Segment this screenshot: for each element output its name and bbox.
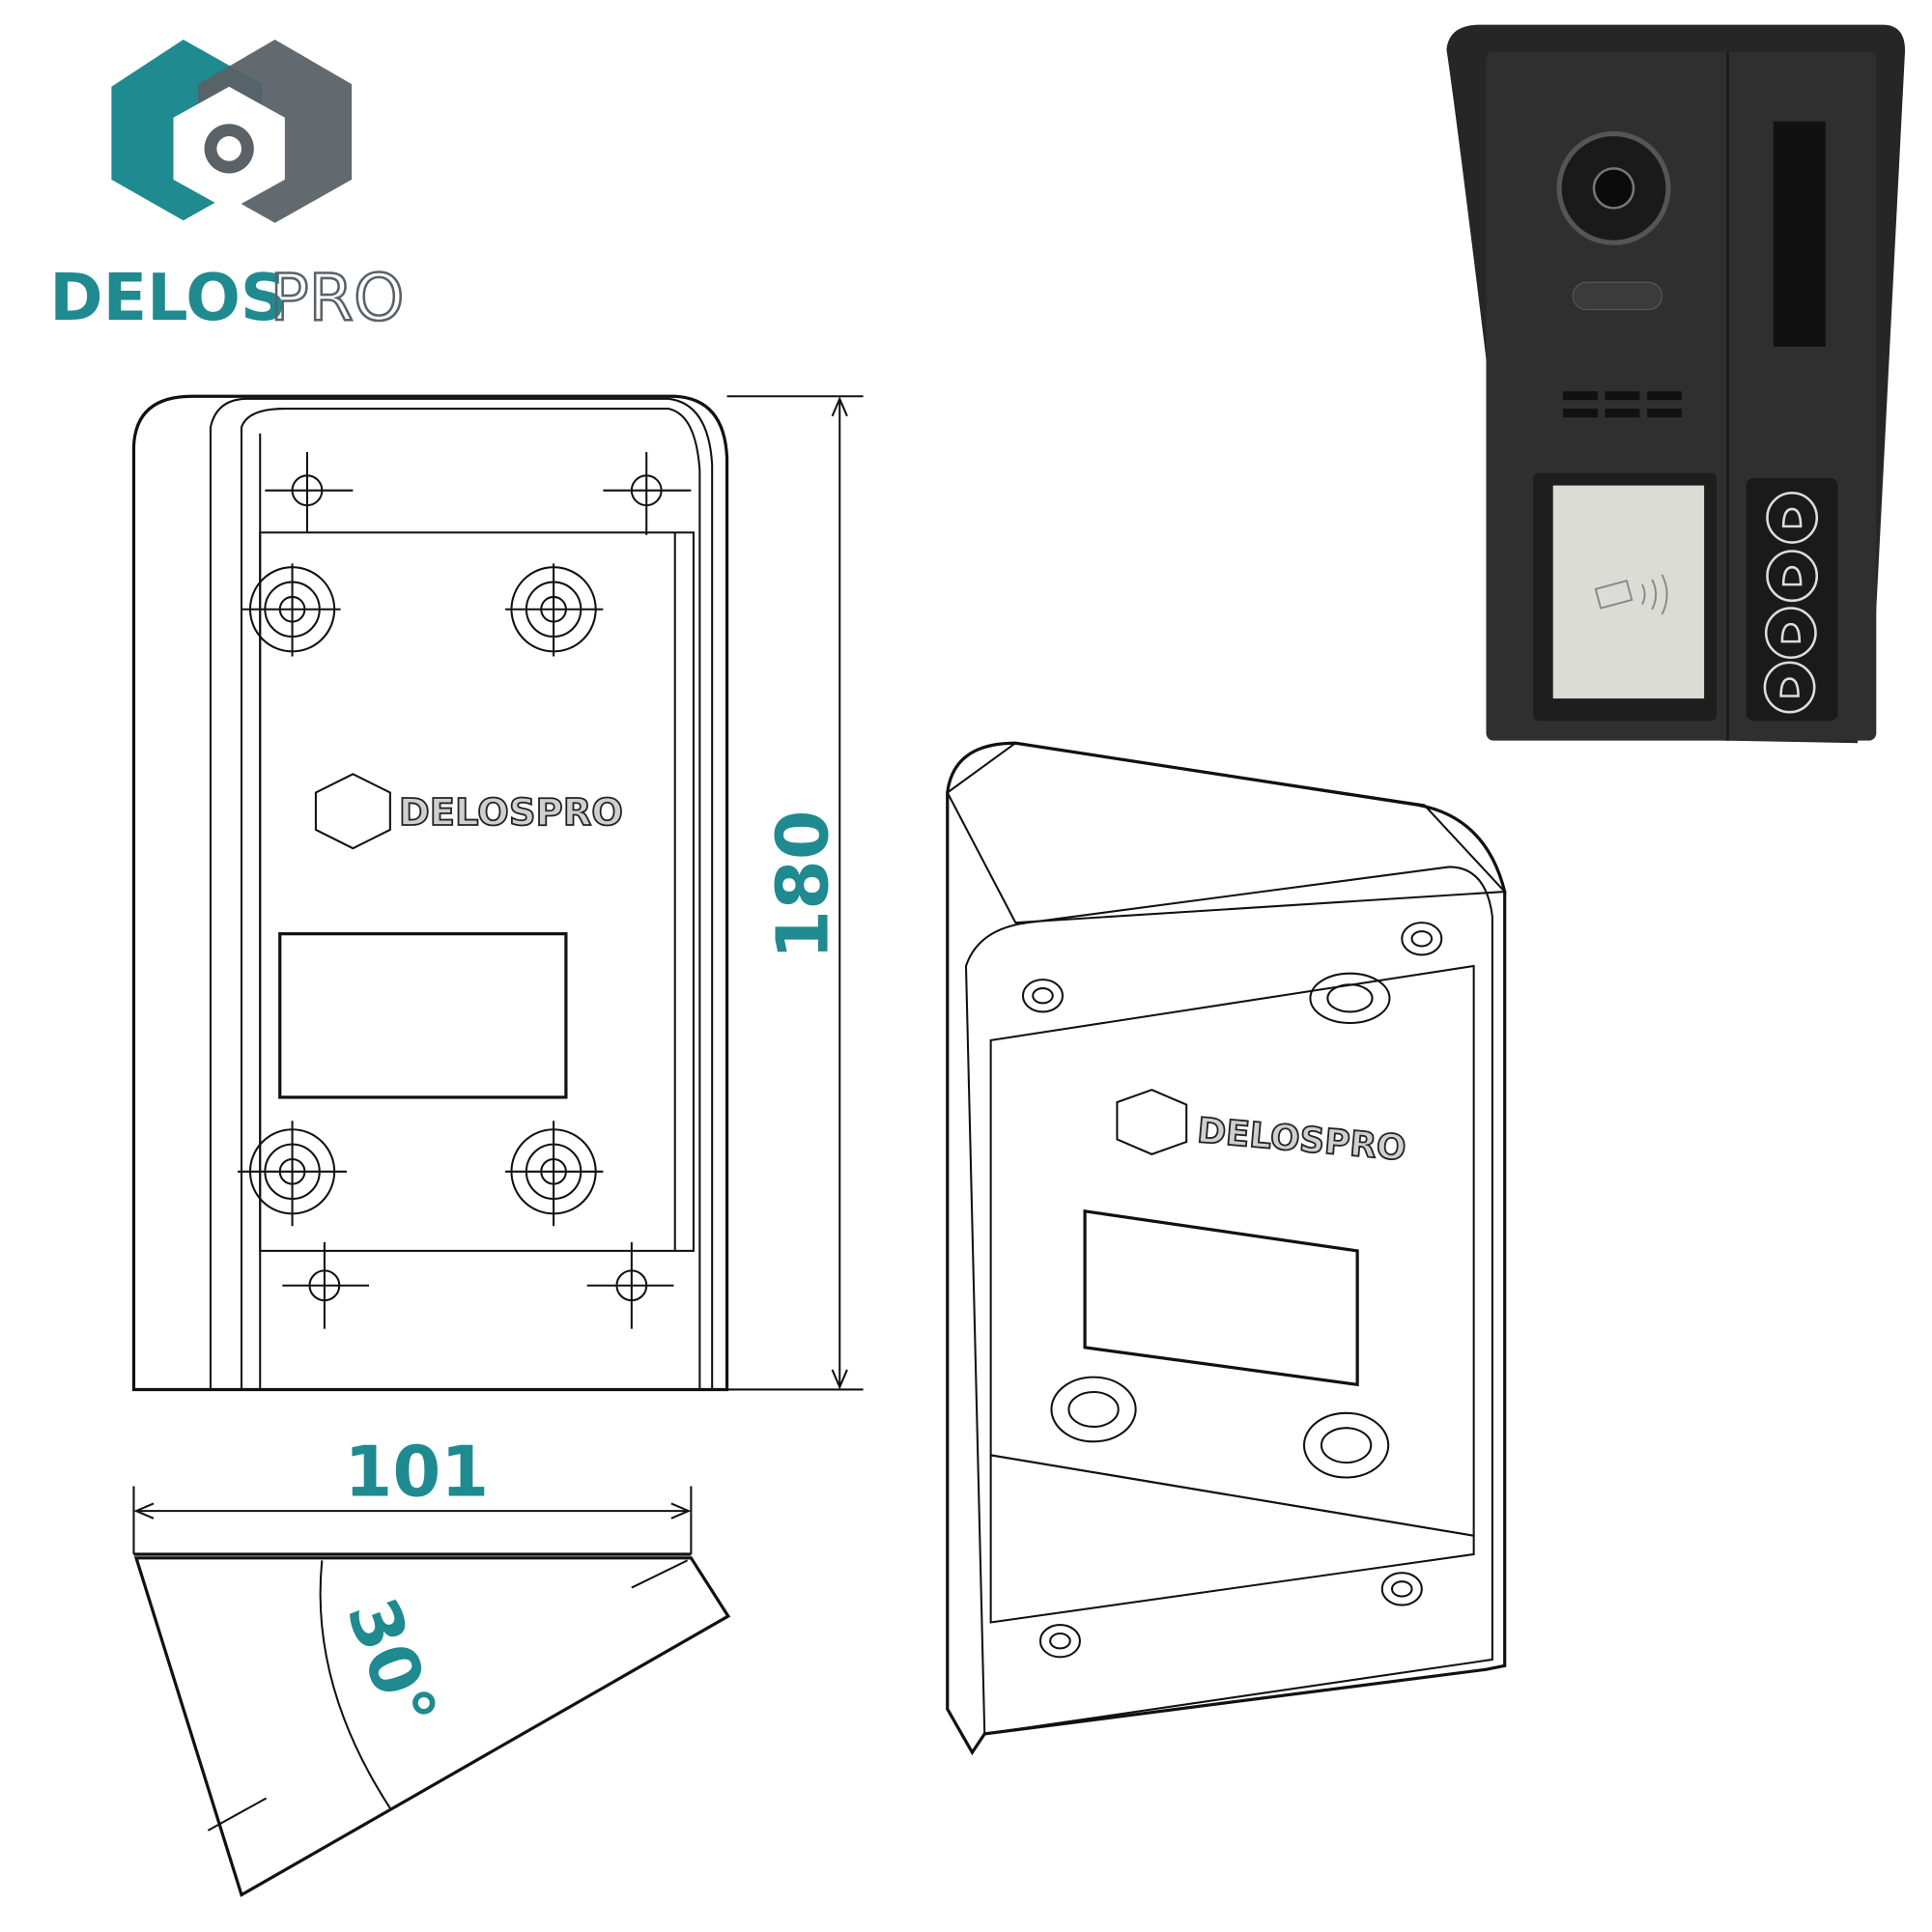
perspective-engraving: DELOSPRO bbox=[1196, 1111, 1407, 1169]
height-dimension: 180 bbox=[726, 395, 864, 1391]
bell-icon bbox=[1766, 550, 1819, 603]
angle-label: 30° bbox=[331, 1588, 452, 1739]
device-photo bbox=[1446, 24, 1906, 744]
side-view-drawing: 101 30° bbox=[132, 1432, 731, 1897]
logo-text-delos: DELOS bbox=[49, 260, 287, 335]
perspective-display-cutout bbox=[1083, 1208, 1359, 1387]
front-engraving: DELOSPRO bbox=[399, 791, 623, 835]
front-view-drawing: DELOSPRO bbox=[131, 394, 729, 1392]
brand-logo: DELOS PRO bbox=[49, 40, 406, 336]
bell-icon bbox=[1763, 661, 1816, 714]
bell-icon bbox=[1766, 491, 1819, 544]
width-label: 101 bbox=[344, 1432, 489, 1513]
display-cutout bbox=[278, 932, 568, 1099]
bell-icon bbox=[1764, 607, 1817, 660]
height-label: 180 bbox=[760, 810, 844, 959]
perspective-view-drawing: DELOSPRO bbox=[946, 741, 1507, 1756]
rfid-card-icon bbox=[1594, 574, 1668, 615]
logo-text-pro: PRO bbox=[270, 260, 404, 335]
